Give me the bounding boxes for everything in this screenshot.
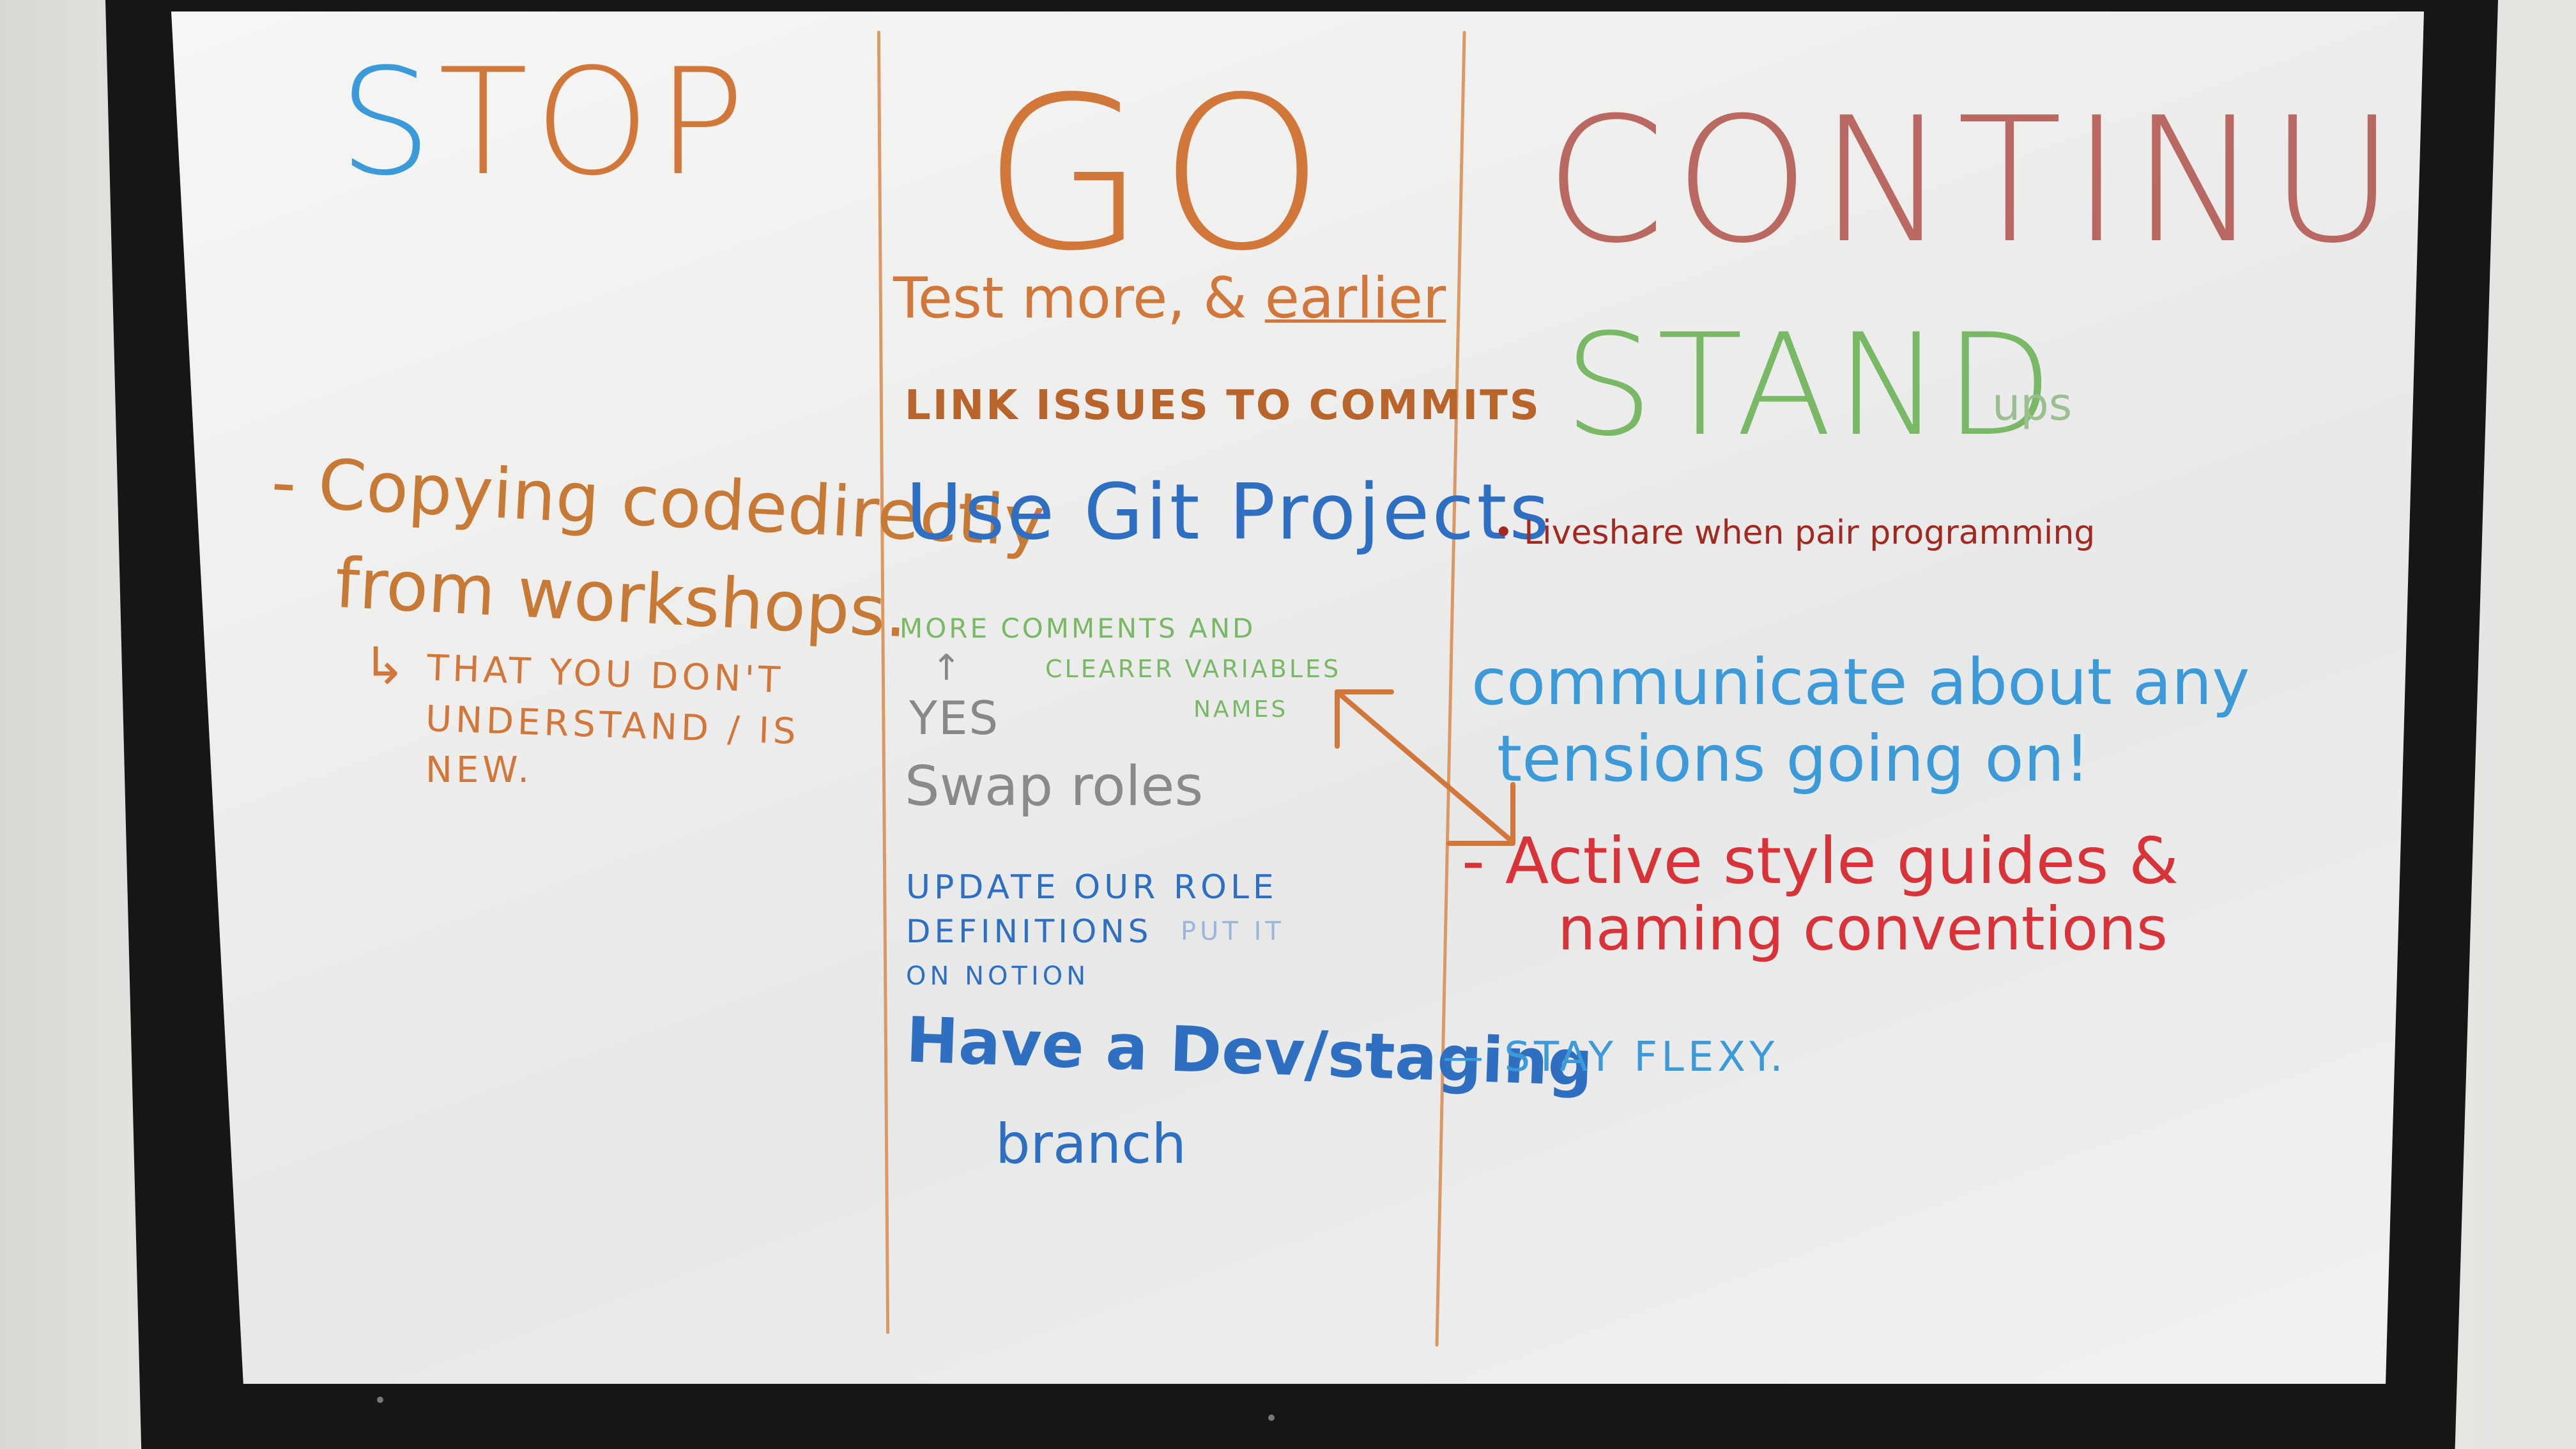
go-header: GO	[983, 52, 1338, 297]
go-item-git-projects: Use Git Projects	[906, 468, 1552, 557]
divider-stop-go	[877, 31, 890, 1334]
go-item-dev-line2: branch	[995, 1112, 1186, 1176]
continue-item-stand: STAND	[1564, 303, 2057, 467]
go-item-yes: YES	[909, 691, 1000, 745]
stop-header-s: S	[339, 38, 438, 208]
continue-item-style-line1: - Active style guides &	[1462, 824, 2179, 898]
continue-item-flexy: — STAY FLEXY.	[1443, 1034, 1787, 1081]
go-yes-up-arrow-icon: ↑	[931, 647, 962, 689]
stop-header-rest: TOP	[438, 38, 752, 208]
stop-note-line1: THAT YOU DON'T	[426, 647, 785, 702]
continue-header: CONTINUE	[1545, 80, 2522, 281]
go-item-comments-line1: MORE COMMENTS AND	[900, 613, 1256, 644]
continue-item-style-line2: naming conventions	[1558, 894, 2168, 964]
stop-header: STOP	[339, 50, 751, 197]
stop-item-copying-line2: from workshops.	[333, 543, 910, 654]
stop-note-line2: UNDERSTAND / IS	[425, 698, 801, 753]
stop-note-arrow-icon: ↳	[363, 636, 410, 696]
go-item-test-emphasis: earlier	[1264, 265, 1446, 331]
go-item-comments-line3: NAMES	[1193, 696, 1289, 723]
go-item-link-issues: LINK ISSUES TO COMMITS	[905, 382, 1541, 429]
continue-item-communicate-line2: tensions going on!	[1497, 721, 2090, 796]
continue-item-ups: ups	[1992, 378, 2073, 431]
continue-item-communicate-line1: communicate about any	[1471, 645, 2250, 719]
go-item-swap-roles: Swap roles	[905, 755, 1204, 818]
frame-screw-center	[1268, 1414, 1275, 1421]
stop-note-line3: NEW.	[425, 749, 533, 791]
continue-item-liveshare: • Liveshare when pair programming	[1494, 514, 2096, 552]
go-item-roles-line3: ON NOTION	[906, 962, 1090, 991]
go-item-roles-line2b: PUT IT	[1181, 917, 1285, 946]
go-item-test: Test more, & earlier	[893, 270, 1446, 326]
link-double-arrow-icon	[1335, 689, 1515, 846]
whiteboard: STOP - Copying codedirectly from worksho…	[171, 12, 2424, 1384]
go-item-roles-line2: DEFINITIONS	[906, 913, 1153, 950]
go-item-comments-line2: CLEARER VARIABLES	[1045, 655, 1342, 683]
frame-screw-left	[377, 1397, 383, 1403]
go-item-test-prefix: Test more, &	[893, 265, 1247, 331]
go-item-roles-line1: UPDATE OUR ROLE	[906, 868, 1278, 907]
